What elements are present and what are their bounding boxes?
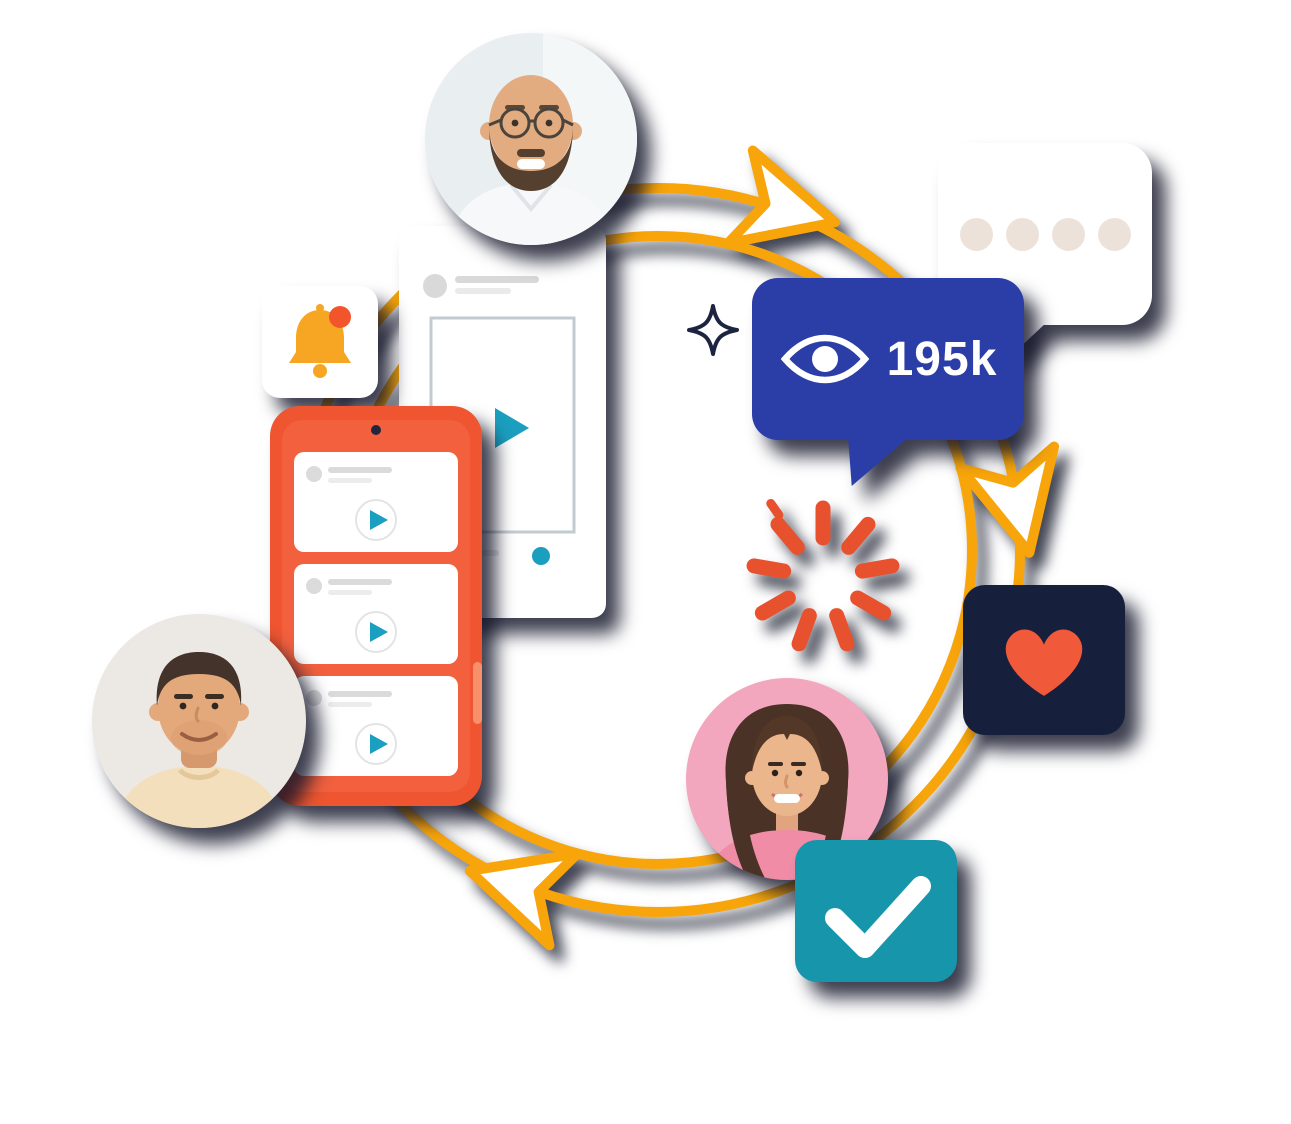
video-card (294, 452, 458, 552)
like-card (963, 585, 1125, 735)
chat-dots-icon (1097, 217, 1131, 251)
video-card (294, 676, 458, 776)
post-avatar-placeholder (423, 274, 447, 298)
phone-mockup (268, 404, 484, 808)
chat-dots-icon (1005, 217, 1039, 251)
verified-card (795, 840, 957, 982)
avatar-man-sweater (92, 614, 306, 828)
face (489, 75, 573, 175)
avatar-man-glasses (425, 33, 637, 245)
video-card (294, 564, 458, 664)
play-icon (370, 510, 388, 530)
arrowhead-top (722, 145, 841, 249)
notification-dot (329, 306, 351, 328)
play-icon (495, 408, 529, 448)
play-icon (370, 622, 388, 642)
views-bubble: 195k (752, 278, 1024, 440)
face (752, 732, 822, 816)
avatar-woman (686, 678, 888, 880)
smile (517, 159, 545, 169)
sweater (114, 766, 284, 828)
beard (489, 125, 573, 191)
status-dot (532, 547, 550, 565)
sparkle-icon (687, 304, 739, 356)
arrowhead-bottom (464, 848, 583, 951)
eye-icon (780, 334, 869, 384)
burst-icon (746, 498, 900, 652)
views-count: 195k (886, 332, 998, 386)
shirt (449, 183, 613, 245)
chat-dots-icon (959, 217, 993, 251)
chat-dots-icon (1051, 217, 1085, 251)
phone-side-button (473, 662, 482, 724)
play-icon (370, 734, 388, 754)
glasses (488, 107, 574, 139)
smile (180, 732, 218, 742)
hair (156, 652, 242, 706)
arrowhead-right (955, 441, 1060, 558)
hair-front (752, 716, 822, 772)
phone-camera (371, 425, 381, 435)
heart-icon (1005, 629, 1083, 696)
notification-card (262, 286, 378, 398)
check-icon (825, 876, 931, 958)
bell-icon (289, 304, 351, 378)
smile (774, 794, 800, 803)
